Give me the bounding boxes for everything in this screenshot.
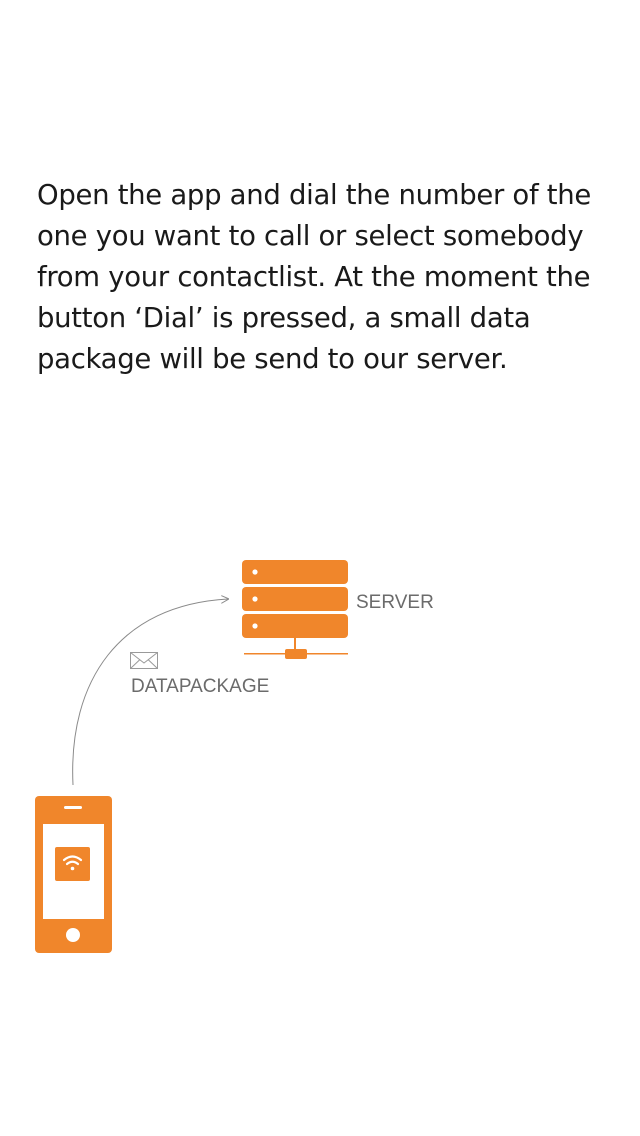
envelope-icon [130, 652, 158, 669]
intro-text: Open the app and dial the number of the … [37, 175, 617, 380]
intro-line: Open the app and dial the number of the [37, 179, 591, 211]
wifi-icon [55, 847, 90, 881]
datapackage-label: DATAPACKAGE [131, 676, 270, 697]
intro-line: button ‘Dial’ is pressed, a small data [37, 302, 531, 334]
phone-icon [35, 796, 112, 953]
intro-line: from your contactlist. At the moment the [37, 261, 591, 293]
transfer-arrow [72, 599, 228, 786]
intro-line: package will be send to our server. [37, 343, 508, 375]
server-icon [242, 560, 348, 659]
intro-line: one you want to call or select somebody [37, 220, 584, 252]
server-label: SERVER [356, 592, 434, 613]
